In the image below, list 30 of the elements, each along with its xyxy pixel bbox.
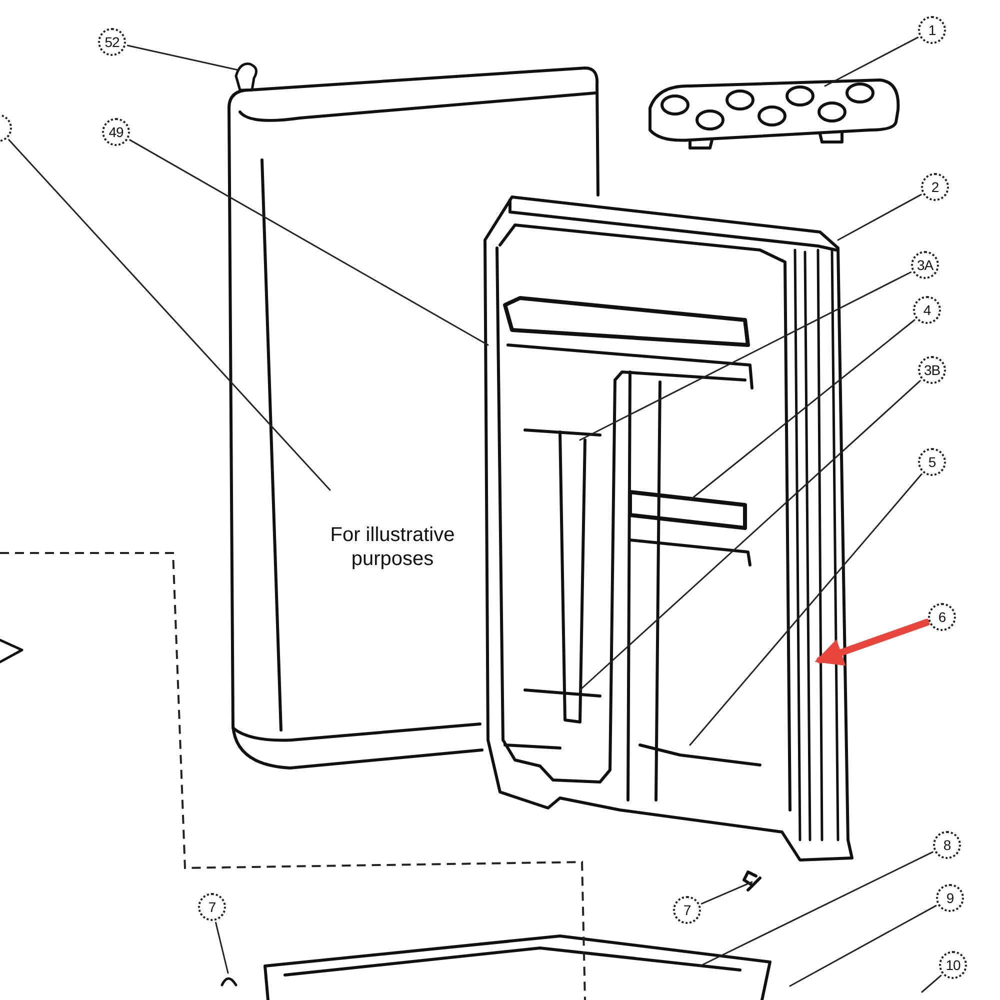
callout-number: 4: [913, 296, 941, 324]
leader-line: [700, 881, 753, 904]
note-text: For illustrative purposes: [329, 523, 456, 571]
leader-line: [579, 272, 912, 441]
callout-number: 9: [936, 884, 964, 912]
arrow: [814, 618, 930, 666]
leader-line: [8, 139, 331, 491]
leader-line: [215, 922, 229, 974]
callout-number: 8: [933, 831, 961, 859]
leader-line: [837, 194, 922, 241]
callout-number: 3B: [918, 356, 946, 384]
leader-line: [129, 139, 489, 346]
leader-line: [126, 44, 239, 71]
callout-number: 52: [98, 28, 126, 56]
leader-line: [921, 974, 942, 993]
callout-number: 6: [928, 603, 956, 631]
leader-line: [579, 380, 921, 691]
callout-number: 49: [102, 118, 130, 146]
callout-number: 5: [918, 448, 946, 476]
callout-number: 2: [921, 173, 949, 201]
callout-number: 1: [918, 16, 946, 44]
callout-number: 7: [198, 893, 226, 921]
callout-number: 3A: [911, 251, 939, 279]
leader-line: [699, 851, 934, 967]
leader-line: [689, 473, 922, 746]
callout-number: 10: [939, 951, 967, 979]
callout-number: 7: [673, 896, 701, 924]
leader-line: [789, 904, 937, 987]
leader-line: [689, 319, 916, 501]
leader-line: [824, 36, 919, 87]
